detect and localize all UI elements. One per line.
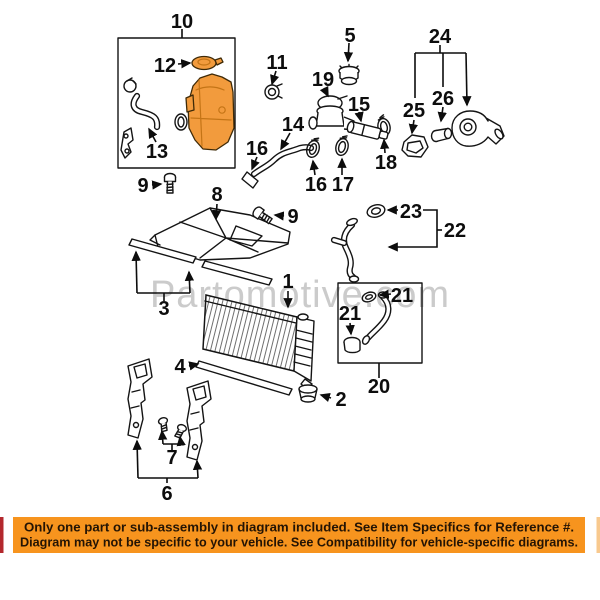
tube-drawing <box>346 120 389 140</box>
radiator-cap-drawing <box>338 63 360 86</box>
callout-12: 12 <box>154 55 176 77</box>
seal-strips-drawing <box>128 238 273 286</box>
thermostat-housing-group <box>401 110 505 158</box>
water-outlet-drawing <box>451 110 505 147</box>
callout-9: 9 <box>137 175 148 197</box>
disclaimer-banner: Only one part or sub-assembly in diagram… <box>0 517 600 553</box>
reservoir-hose-drawing <box>130 92 161 131</box>
callout-5: 5 <box>344 25 355 47</box>
banner-line1: Only one part or sub-assembly in diagram… <box>24 521 574 535</box>
callout-4: 4 <box>174 356 186 378</box>
callout-15: 15 <box>348 94 370 116</box>
leader-lines <box>131 42 472 483</box>
callout-18: 18 <box>375 152 397 174</box>
callout-8: 8 <box>211 184 222 206</box>
callout-23: 23 <box>400 201 422 223</box>
sight-shield-drawing <box>149 207 291 261</box>
bypass-hose-drawing <box>241 144 315 189</box>
callout-labels: 10 12 13 9 11 5 19 14 15 16 16 17 18 24 … <box>137 11 466 505</box>
callout-13: 13 <box>146 141 168 163</box>
callout-14: 14 <box>282 114 305 136</box>
callout-16: 16 <box>305 174 327 196</box>
lower-hose-box <box>337 282 423 378</box>
clamp-icon <box>123 77 137 93</box>
clamp-drawing <box>361 291 377 303</box>
sleeve-drawing <box>430 127 453 143</box>
hose-end-clamp-drawing <box>241 171 259 189</box>
radiator-tank-drawing <box>293 316 315 382</box>
banner-line2: Diagram may not be specific to your vehi… <box>20 536 578 550</box>
reservoir-cap-drawing <box>191 55 224 71</box>
radiator-bushing-drawing <box>298 384 318 403</box>
callout-9: 9 <box>287 206 298 228</box>
callout-3: 3 <box>158 298 169 320</box>
right-edge-sliver <box>596 517 600 553</box>
watermark-text: Partomotive.com <box>150 274 450 316</box>
callout-6: 6 <box>161 483 172 505</box>
callout-1: 1 <box>282 271 293 293</box>
thermostat-cover-drawing <box>401 134 429 158</box>
callout-22: 22 <box>444 220 466 242</box>
left-edge-sliver <box>0 517 4 553</box>
callout-11: 11 <box>266 52 287 74</box>
callout-21: 21 <box>339 303 361 325</box>
callout-25: 25 <box>403 100 425 122</box>
hose-drawing <box>330 217 360 283</box>
callout-17: 17 <box>332 174 354 196</box>
banner-background <box>13 517 585 553</box>
coolant-reservoir-drawing <box>185 73 235 151</box>
callout-19: 19 <box>312 69 334 91</box>
clamp-cup-drawing <box>343 336 361 354</box>
gasket-drawing <box>120 127 134 159</box>
radiator-drawing <box>202 294 315 390</box>
callout-7: 7 <box>166 447 177 469</box>
callout-2: 2 <box>335 389 346 411</box>
callout-20: 20 <box>368 376 390 398</box>
callout-10: 10 <box>171 11 193 33</box>
filler-neck-drawing <box>308 95 355 131</box>
clamp-drawing <box>366 204 386 218</box>
callout-24: 24 <box>429 26 452 48</box>
callout-26: 26 <box>432 88 454 110</box>
reservoir-assembly-box <box>117 29 236 169</box>
clamp-icon <box>174 113 188 131</box>
upper-hose-group <box>330 204 386 283</box>
callout-16: 16 <box>246 138 268 160</box>
callout-21: 21 <box>391 285 413 307</box>
